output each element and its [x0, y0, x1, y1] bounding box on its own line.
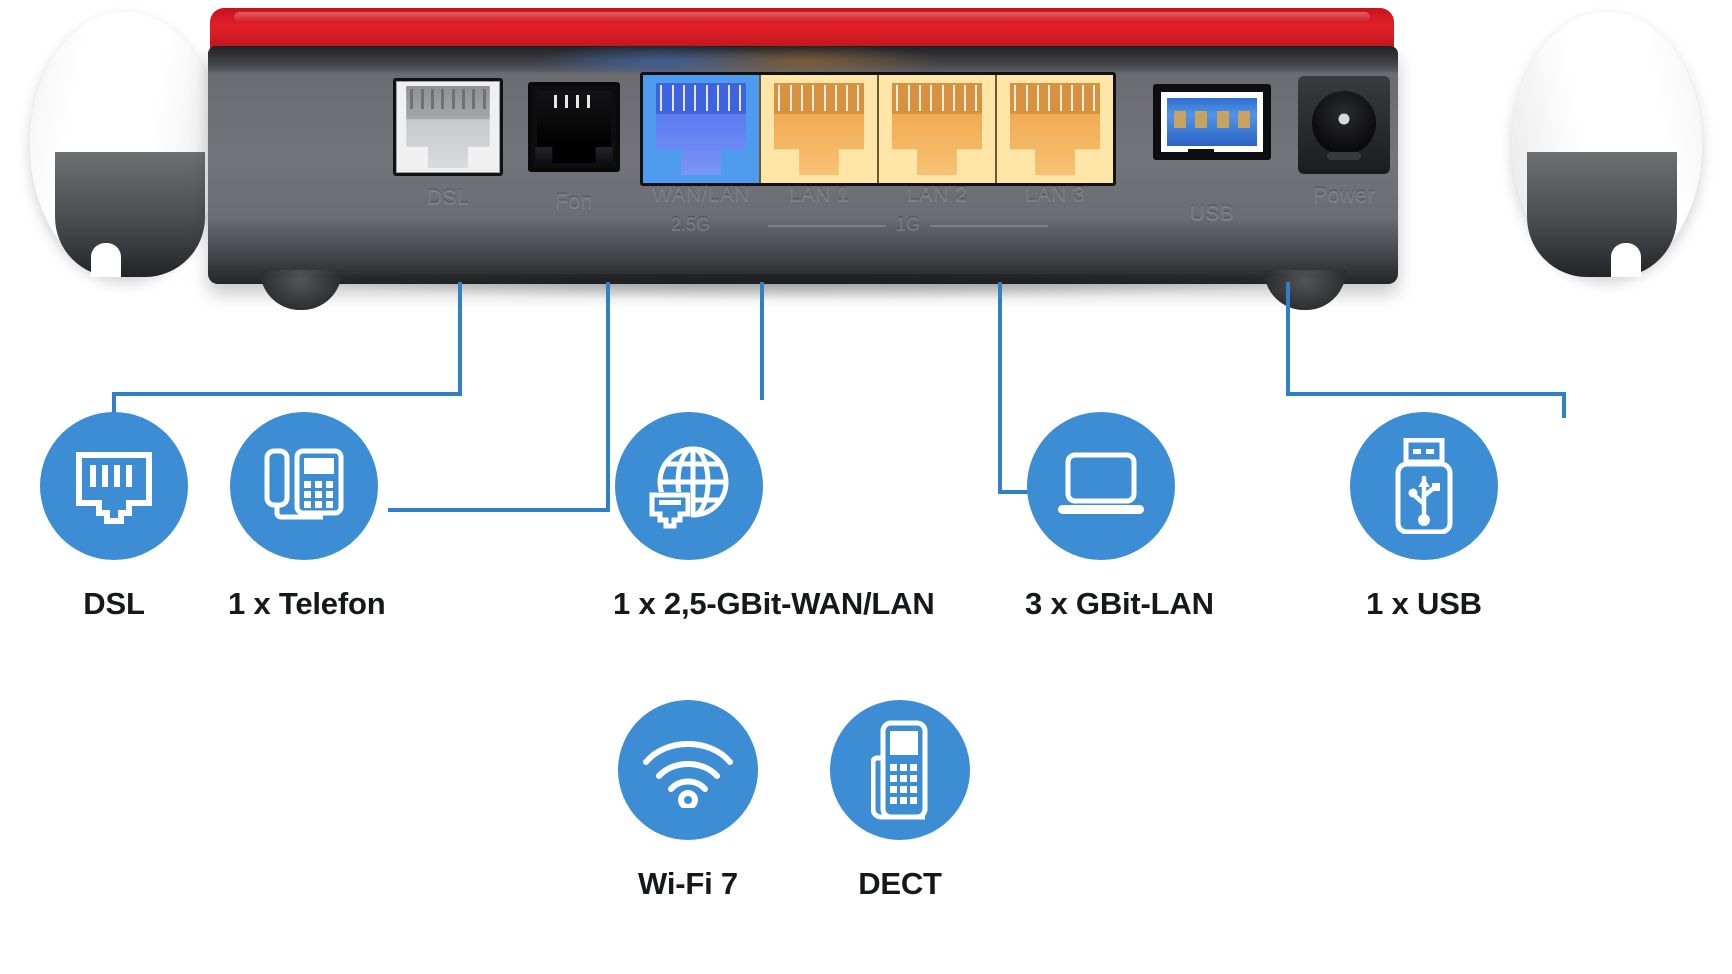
port-label-usb: USB [1189, 202, 1235, 225]
router-right-skirt [1527, 152, 1677, 277]
speed-label-lan: 1G [896, 214, 921, 234]
router-right-notch [1611, 243, 1641, 277]
feature-gbitlan-label: 3 x GBit-LAN [1025, 586, 1214, 621]
feature-telefon-circle [230, 412, 378, 560]
wifi-icon [643, 741, 733, 808]
port-lan-2[interactable]: LAN 2 [877, 75, 995, 206]
port-label-lan3: LAN 3 [1024, 183, 1086, 206]
router-top-bevel [208, 46, 1398, 72]
router-body: DSL Fon WAN/LAN [208, 46, 1398, 310]
feature-wanlan-label: 1 x 2,5-GBit-WAN/LAN [613, 586, 935, 621]
port-dsl-pins [406, 86, 490, 117]
port-label-dsl: DSL [426, 186, 470, 209]
port-usb-contacts [1174, 111, 1250, 129]
laptop-icon [1058, 452, 1144, 514]
feature-dsl[interactable]: DSL [38, 412, 190, 622]
port-label-lan2: LAN 2 [906, 183, 968, 206]
port-lan-3[interactable]: LAN 3 [995, 75, 1113, 206]
feature-dsl-label: DSL [83, 586, 145, 621]
port-power-pin [1338, 113, 1350, 125]
router-left-cap [30, 12, 220, 277]
ethernet-port-block: WAN/LAN LAN 1 LAN 2 [640, 72, 1116, 206]
port-fon-pins [553, 94, 590, 108]
speed-rule-left [768, 225, 886, 227]
port-usb-notch [1188, 149, 1215, 159]
port-wan-lan[interactable]: WAN/LAN [643, 75, 759, 206]
feature-wanlan[interactable]: 1 x 2,5-GBit-WAN/LAN [613, 412, 935, 622]
feature-wifi-label: Wi-Fi 7 [638, 866, 738, 901]
port-power-slot [1327, 152, 1361, 161]
feature-usb-circle [1350, 412, 1498, 560]
rj45-jack-icon [76, 452, 152, 524]
feature-telefon-label: 1 x Telefon [228, 586, 386, 621]
port-label-power: Power [1313, 184, 1375, 207]
globe-lan-icon [649, 446, 729, 529]
usb-stick-icon [1395, 438, 1453, 534]
feature-usb-label: 1 x USB [1366, 586, 1482, 621]
feature-wifi[interactable]: Wi-Fi 7 [618, 700, 758, 902]
port-label-lan1: LAN 1 [788, 183, 850, 206]
port-fon[interactable]: Fon [528, 82, 620, 213]
speed-rule-right [930, 225, 1048, 227]
wire-fon [388, 282, 610, 512]
port-usb[interactable]: USB [1153, 84, 1271, 225]
feature-dect-circle [830, 700, 970, 840]
feature-dect-label: DECT [858, 866, 942, 901]
feature-dect[interactable]: DECT [830, 700, 970, 902]
router-right-cap [1512, 12, 1702, 277]
feature-wifi-circle [618, 700, 758, 840]
port-label-fon: Fon [555, 190, 593, 213]
speed-label-wan: 2.5G [671, 214, 711, 234]
port-lan-1[interactable]: LAN 1 [759, 75, 877, 206]
router-device: DSL Fon WAN/LAN [30, 2, 1702, 310]
port-power[interactable]: Power [1298, 76, 1390, 207]
dect-handset-icon [871, 720, 928, 820]
router-drop-shadow [230, 274, 1380, 300]
feature-dsl-circle [40, 412, 188, 560]
feature-gbitlan[interactable]: 3 x GBit-LAN [1025, 412, 1214, 622]
port-label-wanlan: WAN/LAN [652, 183, 750, 206]
desk-phone-icon [264, 448, 344, 520]
feature-telefon[interactable]: 1 x Telefon [228, 412, 386, 622]
feature-usb[interactable]: 1 x USB [1348, 412, 1500, 622]
port-dsl[interactable]: DSL [393, 78, 503, 209]
feature-gbitlan-circle [1027, 412, 1175, 560]
router-left-skirt [55, 152, 205, 277]
feature-wanlan-circle [615, 412, 763, 560]
router-left-notch [91, 243, 121, 277]
